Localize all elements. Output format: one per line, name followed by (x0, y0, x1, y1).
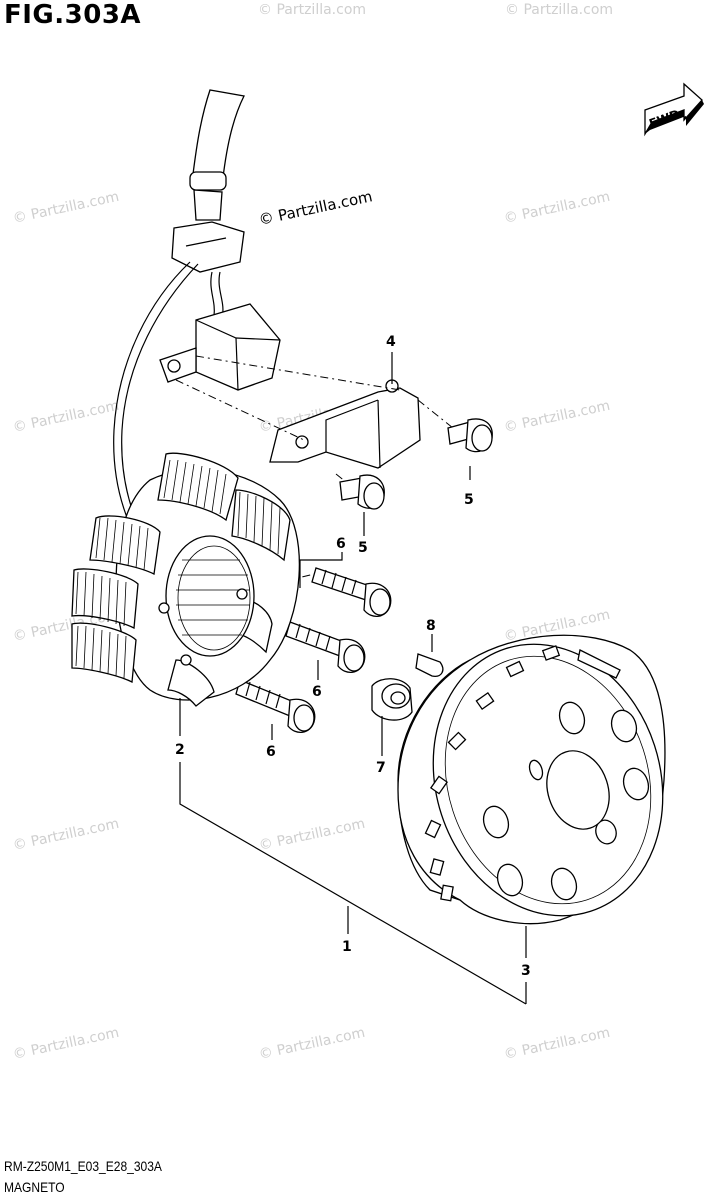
fwd-arrow-icon: FWD (644, 82, 704, 137)
callout-5-lower: 5 (358, 540, 368, 556)
watermark: © Partzilla.com (505, 2, 613, 18)
wire-harness (113, 89, 245, 521)
watermark: © Partzilla.com (12, 398, 121, 436)
watermark: © Partzilla.com (12, 1025, 121, 1063)
callout-6-bottom: 6 (266, 744, 276, 760)
screw-part-6-middle (285, 621, 366, 673)
callout-3: 3 (521, 963, 531, 979)
watermark: © Partzilla.com (258, 1025, 367, 1063)
screw-part-6-bottom (235, 679, 316, 733)
callout-6-middle: 6 (312, 684, 322, 700)
screw-part-6-top (311, 567, 392, 617)
bracket-part-4 (269, 379, 421, 469)
callout-4: 4 (386, 334, 396, 350)
footer-diagram-name: MAGNETO (4, 1179, 65, 1195)
watermark: © Partzilla.com (258, 816, 367, 854)
copyright-notice: © Partzilla.com (257, 187, 374, 229)
callout-5-upper: 5 (464, 492, 474, 508)
callout-7: 7 (376, 760, 386, 776)
screw-part-5-lower (339, 474, 385, 510)
leader-lines (179, 352, 527, 1005)
figure-title: FIG.303A (4, 0, 142, 30)
callout-8: 8 (426, 618, 436, 634)
watermark: © Partzilla.com (12, 189, 121, 227)
flywheel-rotor-part-3 (397, 634, 666, 925)
pickup-coil (159, 303, 281, 391)
screw-part-5-upper (447, 418, 493, 453)
footer-diagram-code: RM-Z250M1_E03_E28_303A (4, 1158, 162, 1174)
watermark: © Partzilla.com (503, 189, 612, 227)
callout-2: 2 (175, 742, 185, 758)
nut-part-7 (371, 678, 413, 721)
callout-6-top: 6 (336, 536, 346, 552)
watermark: © Partzilla.com (12, 816, 121, 854)
callout-1: 1 (342, 939, 352, 955)
watermark: © Partzilla.com (503, 1025, 612, 1063)
stator-part-2 (71, 452, 301, 707)
watermark: © Partzilla.com (503, 398, 612, 436)
watermark: © Partzilla.com (258, 2, 366, 18)
woodruff-key-part-8 (415, 653, 444, 677)
